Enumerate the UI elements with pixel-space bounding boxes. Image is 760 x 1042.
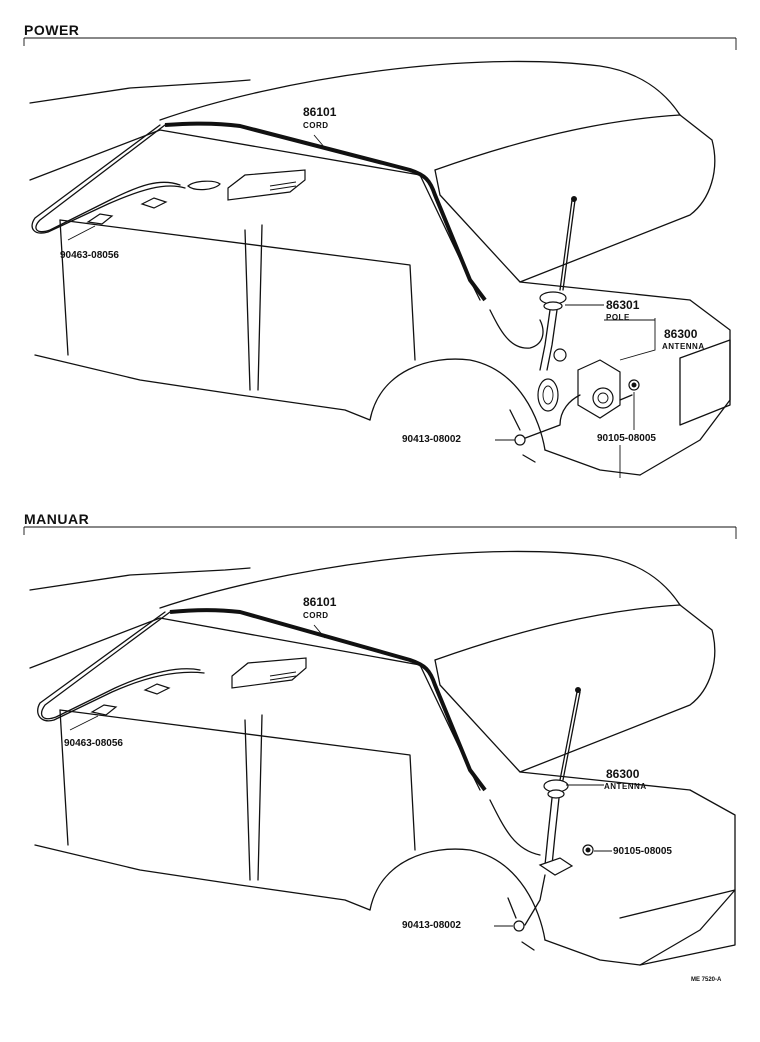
power-clip-part-number: 90463-08056 xyxy=(60,250,119,261)
power-section-title: POWER xyxy=(24,22,80,38)
manual-cord-lower-run xyxy=(41,611,201,720)
power-section-bracket xyxy=(23,37,737,50)
manual-cord-part-name: CORD xyxy=(303,611,329,620)
manual-section-title: MANUAR xyxy=(24,511,90,527)
power-bolt-part-number: 90105-08005 xyxy=(597,433,656,444)
manual-antenna-part-number: 86300 xyxy=(606,767,640,781)
power-cord-part-name: CORD xyxy=(303,121,329,130)
manual-cord-86101 xyxy=(169,608,487,792)
power-antenna-part-name: ANTENNA xyxy=(662,342,705,351)
power-cord-lower-run xyxy=(35,124,181,233)
power-nut-part-number: 90413-08002 xyxy=(402,434,461,445)
manual-section-bracket xyxy=(23,526,737,539)
manual-cord-part-number: 86101 xyxy=(303,595,337,609)
power-pole-part-name: POLE xyxy=(606,313,630,322)
power-antenna-part-number: 86300 xyxy=(664,327,698,341)
power-cord-part-number: 86101 xyxy=(303,105,337,119)
power-cord-86101 xyxy=(164,121,487,302)
power-clip-90463 xyxy=(67,197,168,241)
manual-antenna-assembly xyxy=(524,687,604,926)
power-car-body xyxy=(29,60,731,476)
manual-antenna-part-name: ANTENNA xyxy=(604,782,647,791)
manual-clip-part-number: 90463-08056 xyxy=(64,738,123,749)
power-nut-90413 xyxy=(495,409,536,463)
manual-nut-90413 xyxy=(313,624,535,951)
manual-nut-part-number: 90413-08002 xyxy=(402,920,461,931)
power-radio-receiver xyxy=(187,169,306,201)
manual-car-body xyxy=(29,550,736,966)
manual-radio-receiver xyxy=(231,657,307,689)
manual-bolt-90105 xyxy=(582,844,612,856)
power-leader-lines xyxy=(313,134,656,478)
manual-clip-90463 xyxy=(69,683,171,731)
power-pole-part-number: 86301 xyxy=(606,298,640,312)
power-antenna-assembly xyxy=(537,196,577,412)
manual-bolt-part-number: 90105-08005 xyxy=(613,846,672,857)
power-bolt-90105 xyxy=(628,379,640,430)
power-antenna-motor xyxy=(519,359,633,441)
footer-drawing-code: ME 7520-A xyxy=(691,977,722,983)
